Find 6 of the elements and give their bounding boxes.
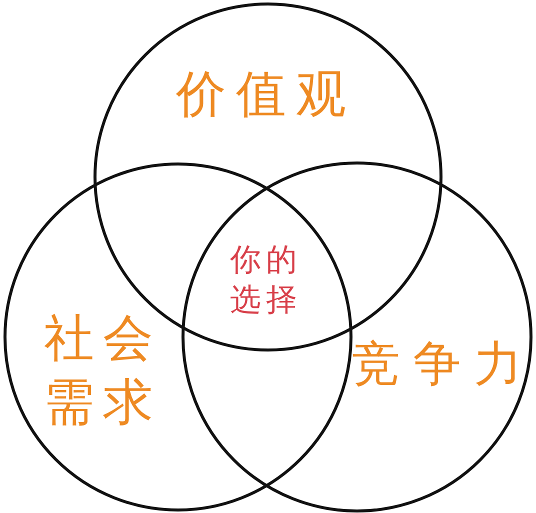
venn-circle [181,161,533,513]
set-label: 价值观 [176,64,356,124]
intersection-label: 你的选择 [230,241,303,320]
set-label: 社会需求 [44,308,163,433]
set-label: 竞争力 [352,335,535,394]
venn-circle [3,162,353,512]
